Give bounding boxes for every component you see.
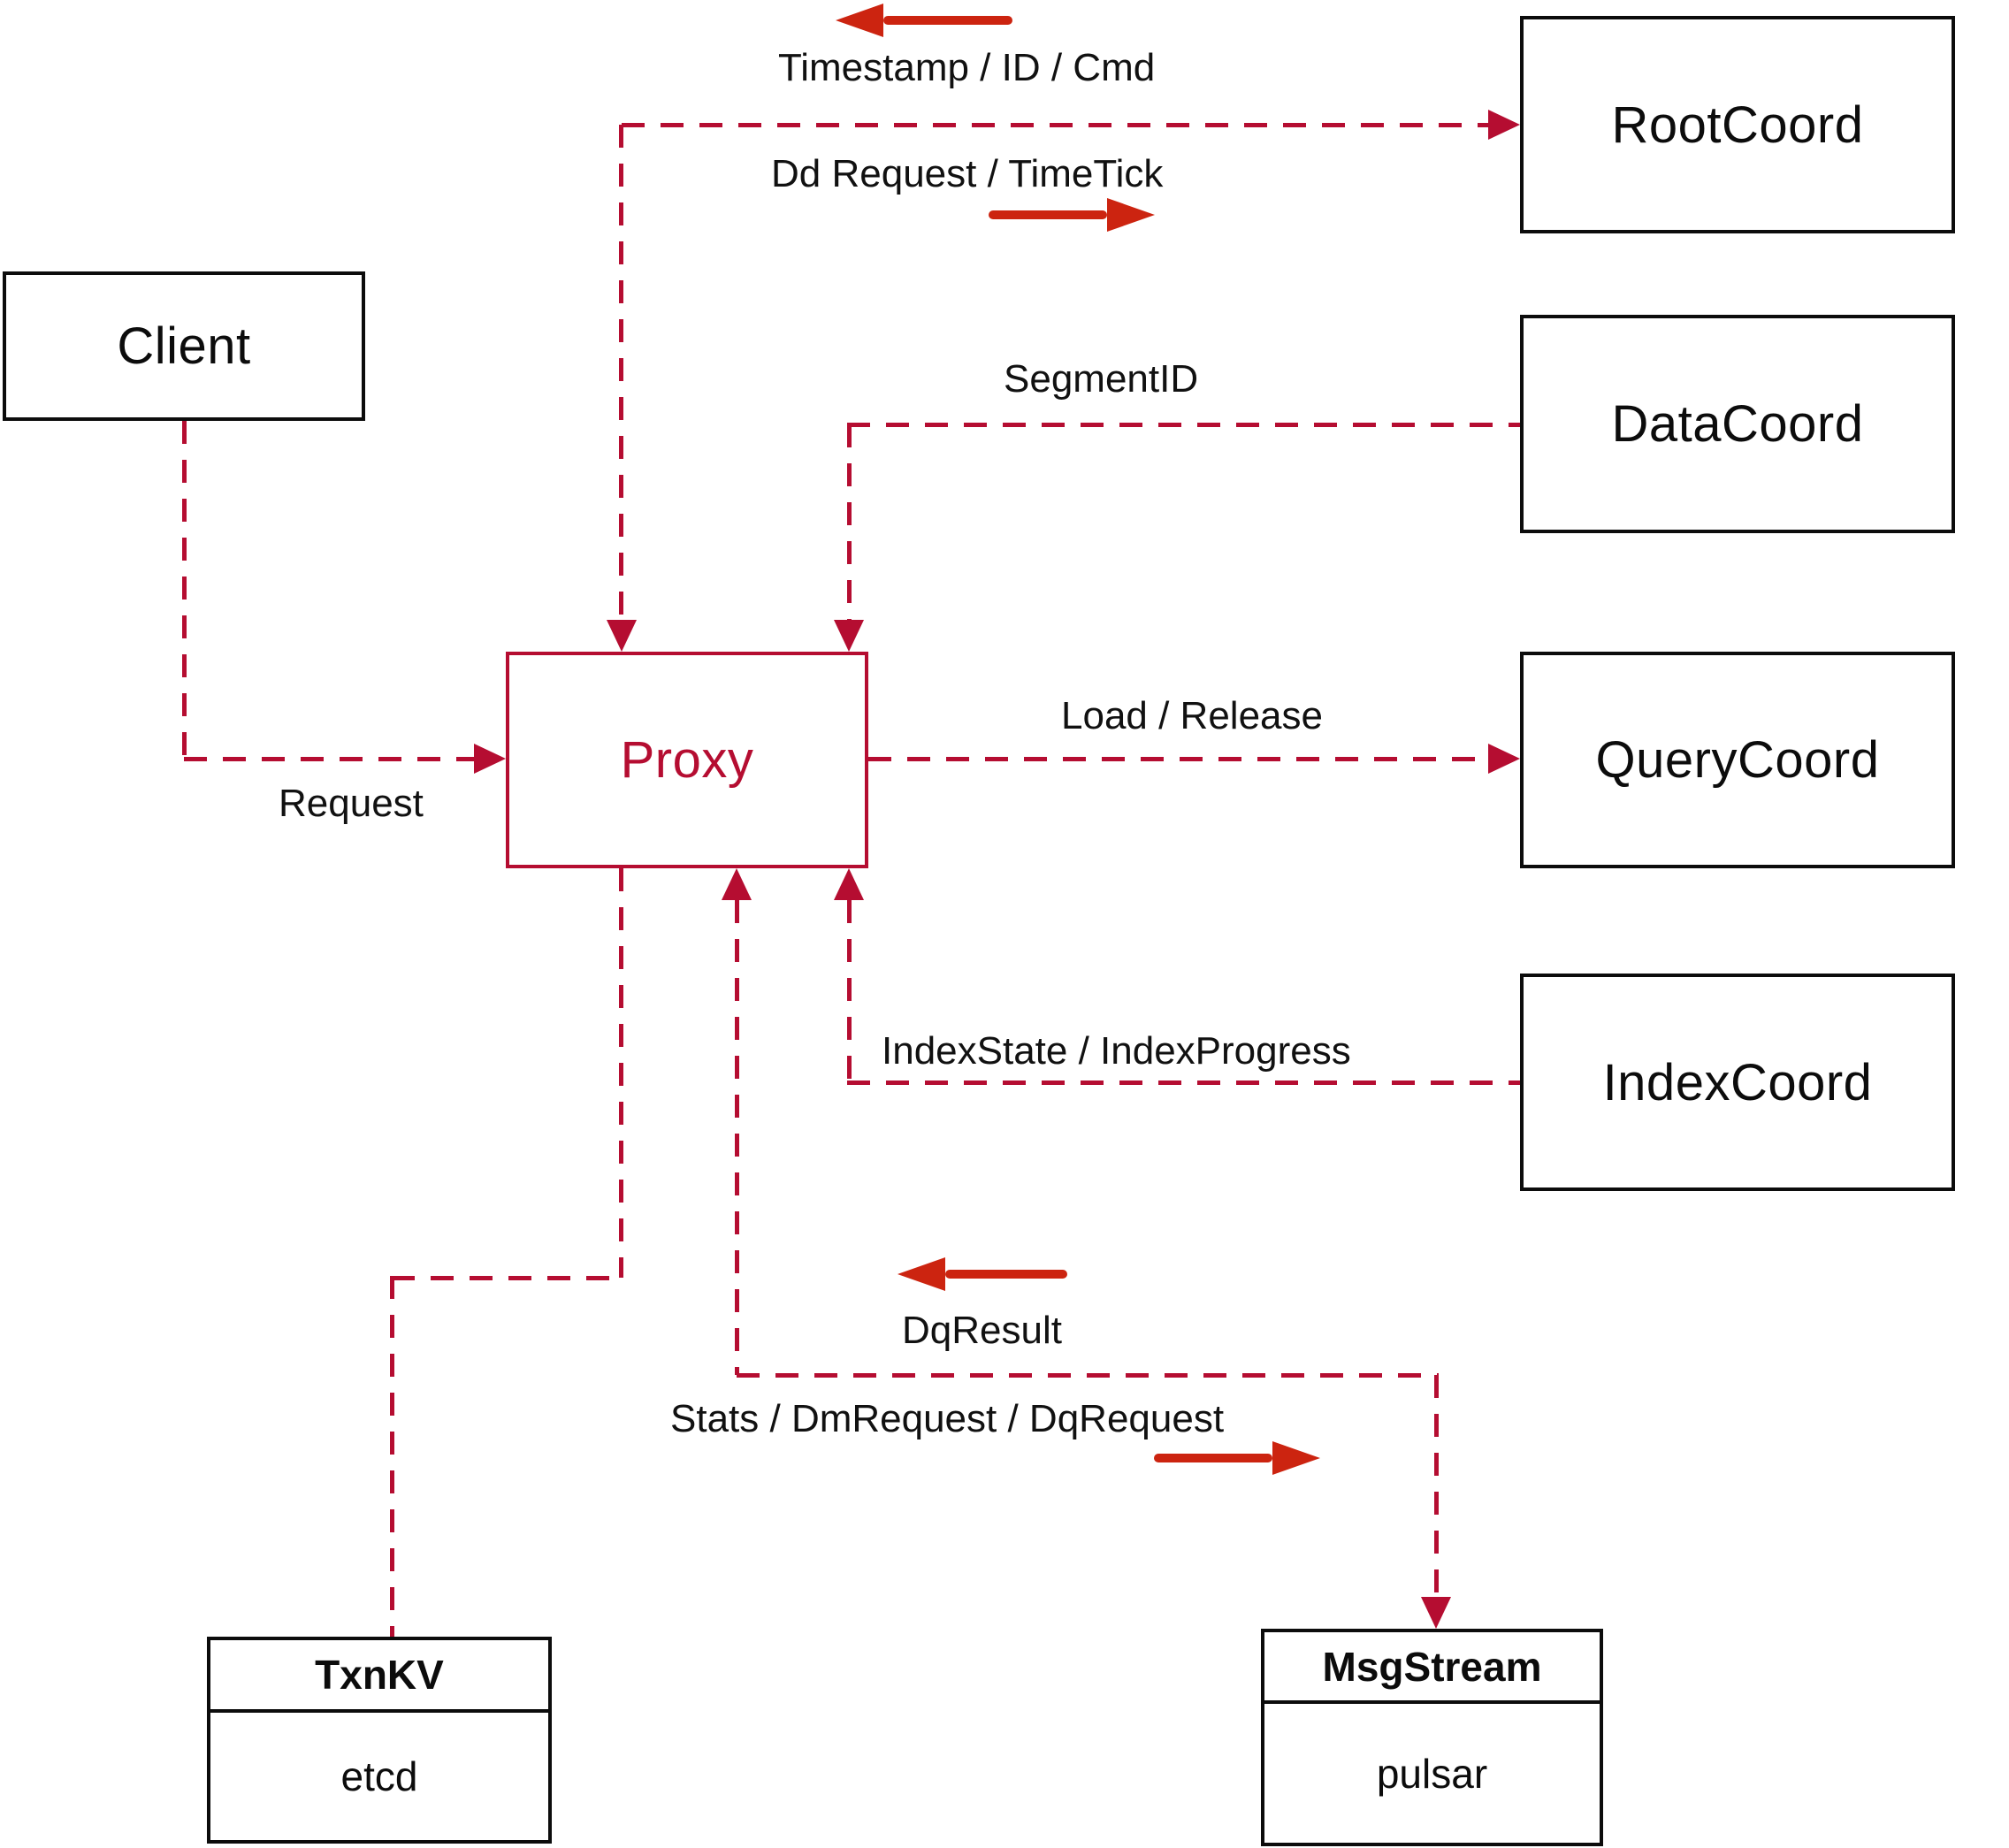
- node-txnkv: TxnKV etcd: [207, 1637, 552, 1844]
- node-querycoord: QueryCoord: [1520, 652, 1955, 868]
- node-client-label: Client: [117, 317, 251, 375]
- edge-indexcoord-proxy-horizontal: [847, 1081, 1520, 1085]
- edge-label-dq-result: DqResult: [902, 1309, 1062, 1352]
- node-rootcoord: RootCoord: [1520, 16, 1955, 233]
- node-indexcoord-label: IndexCoord: [1602, 1053, 1873, 1111]
- edge-proxy-querycoord-horizontal: [868, 757, 1488, 761]
- edge-indexcoord-proxy-vertical: [847, 900, 852, 1082]
- arrow-right-dd-request-icon: [989, 198, 1155, 232]
- edge-proxy-txnkv-vertical-1: [619, 868, 623, 1278]
- node-rootcoord-label: RootCoord: [1611, 95, 1864, 154]
- node-msgstream-title: MsgStream: [1264, 1632, 1600, 1704]
- arrowhead-into-proxy-bottom-right-icon: [834, 868, 864, 900]
- edge-label-index-state: IndexState / IndexProgress: [882, 1029, 1351, 1073]
- arrow-right-stats-icon: [1154, 1441, 1320, 1475]
- edge-proxy-rootcoord-horizontal: [622, 123, 1516, 127]
- edge-label-timestamp-id-cmd: Timestamp / ID / Cmd: [778, 46, 1156, 89]
- arrowhead-into-msgstream-icon: [1421, 1597, 1451, 1629]
- edge-client-proxy-vertical: [182, 421, 187, 759]
- node-proxy: Proxy: [506, 652, 868, 868]
- edge-proxy-msgstream-vertical-1: [735, 900, 739, 1375]
- node-datacoord-label: DataCoord: [1611, 395, 1864, 453]
- arrowhead-into-proxy-bottom-left-icon: [722, 868, 752, 900]
- edge-proxy-txnkv-horizontal: [392, 1276, 622, 1280]
- node-client: Client: [3, 271, 365, 421]
- edge-proxy-txnkv-vertical-2: [390, 1276, 394, 1637]
- arrowhead-into-proxy-top-left-icon: [607, 620, 637, 652]
- arrow-left-timestamp-icon: [836, 4, 1012, 37]
- edge-label-load-release: Load / Release: [1061, 694, 1323, 737]
- edge-client-proxy-horizontal: [184, 757, 474, 761]
- edge-datacoord-proxy-vertical: [847, 424, 852, 620]
- edge-label-segment-id: SegmentID: [1004, 357, 1199, 401]
- node-msgstream-subtitle: pulsar: [1376, 1750, 1488, 1797]
- node-querycoord-label: QueryCoord: [1595, 731, 1880, 789]
- edge-datacoord-proxy-horizontal: [847, 423, 1520, 427]
- edge-proxy-msgstream-horizontal: [737, 1373, 1439, 1378]
- node-txnkv-title: TxnKV: [210, 1640, 548, 1713]
- node-datacoord: DataCoord: [1520, 315, 1955, 533]
- edge-proxy-rootcoord-vertical: [619, 125, 623, 620]
- node-indexcoord: IndexCoord: [1520, 974, 1955, 1191]
- node-msgstream: MsgStream pulsar: [1261, 1629, 1603, 1846]
- arrowhead-into-querycoord-icon: [1488, 744, 1520, 774]
- arrowhead-into-rootcoord-icon: [1488, 110, 1520, 140]
- arrowhead-into-proxy-left-icon: [474, 744, 506, 774]
- edge-proxy-msgstream-vertical-2: [1434, 1375, 1439, 1597]
- arrowhead-into-proxy-top-right-icon: [834, 620, 864, 652]
- node-txnkv-subtitle: etcd: [340, 1753, 418, 1799]
- arrow-left-dq-result-icon: [898, 1257, 1067, 1291]
- edge-label-request: Request: [279, 782, 424, 825]
- edge-label-stats-dm-dq: Stats / DmRequest / DqRequest: [670, 1397, 1225, 1440]
- edge-label-dd-request-timetick: Dd Request / TimeTick: [771, 152, 1164, 195]
- node-proxy-label: Proxy: [620, 731, 754, 789]
